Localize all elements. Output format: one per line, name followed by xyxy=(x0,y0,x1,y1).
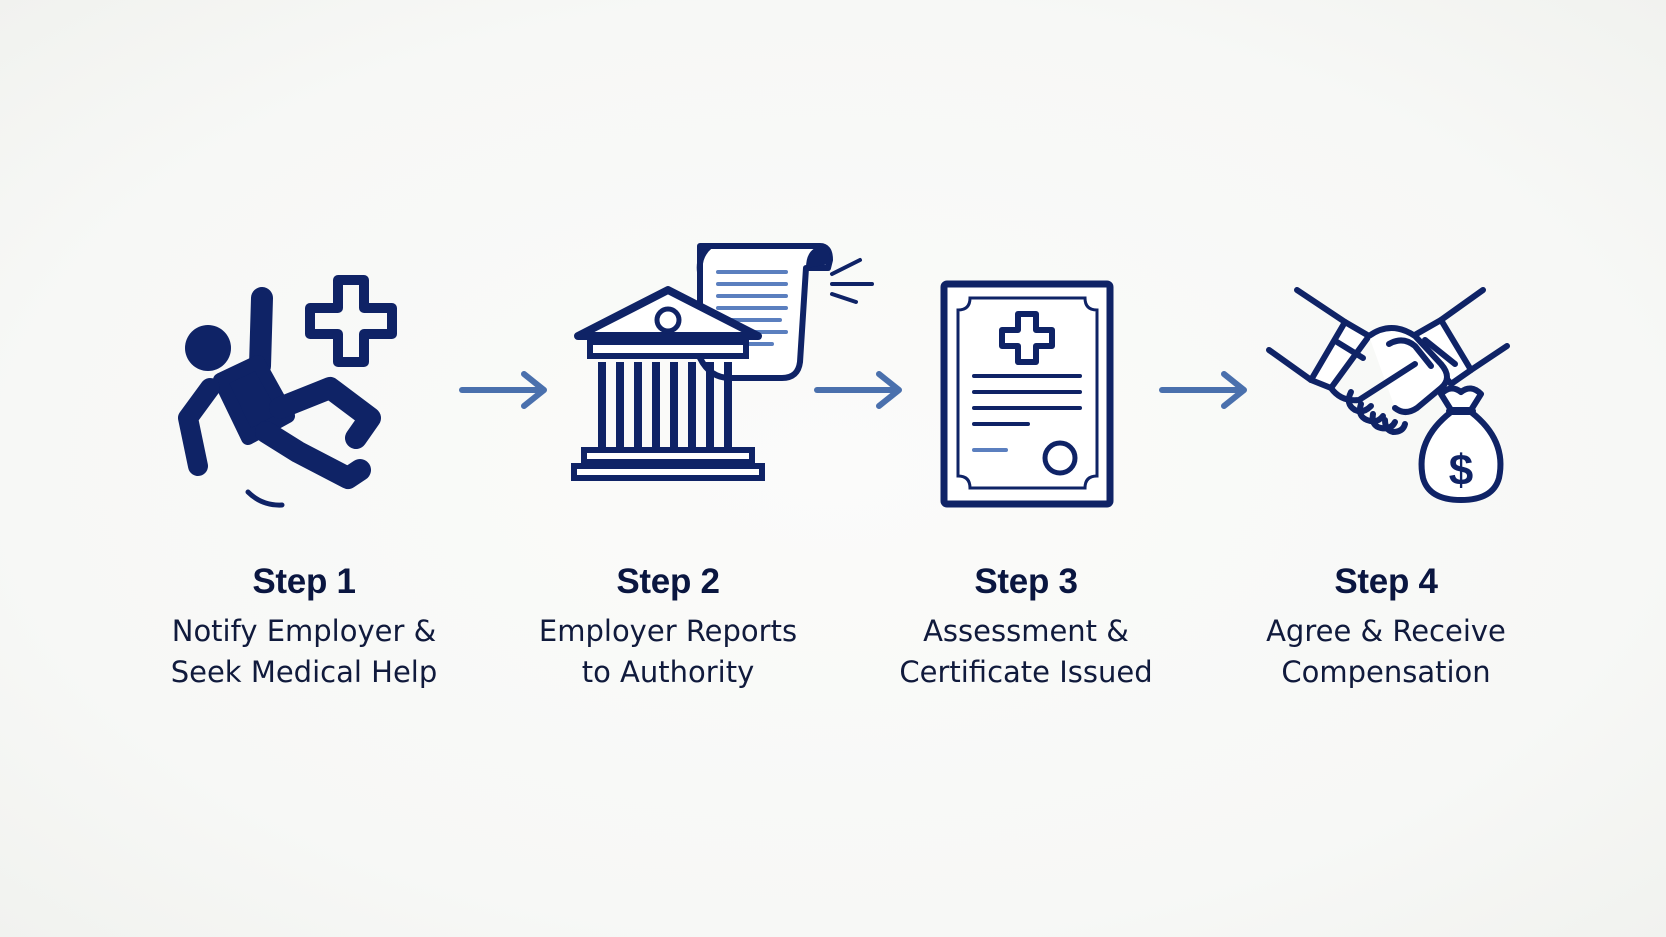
arrow-right-icon xyxy=(1159,371,1247,409)
government-building-document-icon xyxy=(571,243,874,481)
medical-certificate-icon xyxy=(940,280,1114,508)
handshake-money-bag-icon: $ xyxy=(1266,287,1510,503)
step-description-line: Assessment & xyxy=(923,614,1129,648)
step-description-line: Certificate Issued xyxy=(899,655,1153,689)
step-description-line: Seek Medical Help xyxy=(170,655,438,689)
arrow-right-icon xyxy=(814,371,902,409)
step-description-line: Compensation xyxy=(1281,655,1491,689)
svg-text:$: $ xyxy=(1449,446,1473,495)
step-description-line: Notify Employer & xyxy=(171,614,437,648)
step-4-label: Step 4 Agree & Receive Compensation xyxy=(1216,560,1556,693)
step-description: Notify Employer & Seek Medical Help xyxy=(134,611,474,693)
step-title: Step 3 xyxy=(974,562,1078,601)
step-description: Assessment & Certificate Issued xyxy=(856,611,1196,693)
step-description: Employer Reports to Authority xyxy=(498,611,838,693)
step-title: Step 1 xyxy=(252,562,356,601)
step-1-label: Step 1 Notify Employer & Seek Medical He… xyxy=(134,560,474,693)
arrow-right-icon xyxy=(459,371,547,409)
step-3-label: Step 3 Assessment & Certificate Issued xyxy=(856,560,1196,693)
step-description-line: Agree & Receive xyxy=(1266,614,1506,648)
step-description: Agree & Receive Compensation xyxy=(1216,611,1556,693)
step-2-label: Step 2 Employer Reports to Authority xyxy=(498,560,838,693)
step-title: Step 4 xyxy=(1334,562,1438,601)
step-title: Step 2 xyxy=(616,562,720,601)
falling-person-medical-cross-icon xyxy=(178,275,397,508)
step-description-line: to Authority xyxy=(581,655,755,689)
step-description-line: Employer Reports xyxy=(538,614,798,648)
